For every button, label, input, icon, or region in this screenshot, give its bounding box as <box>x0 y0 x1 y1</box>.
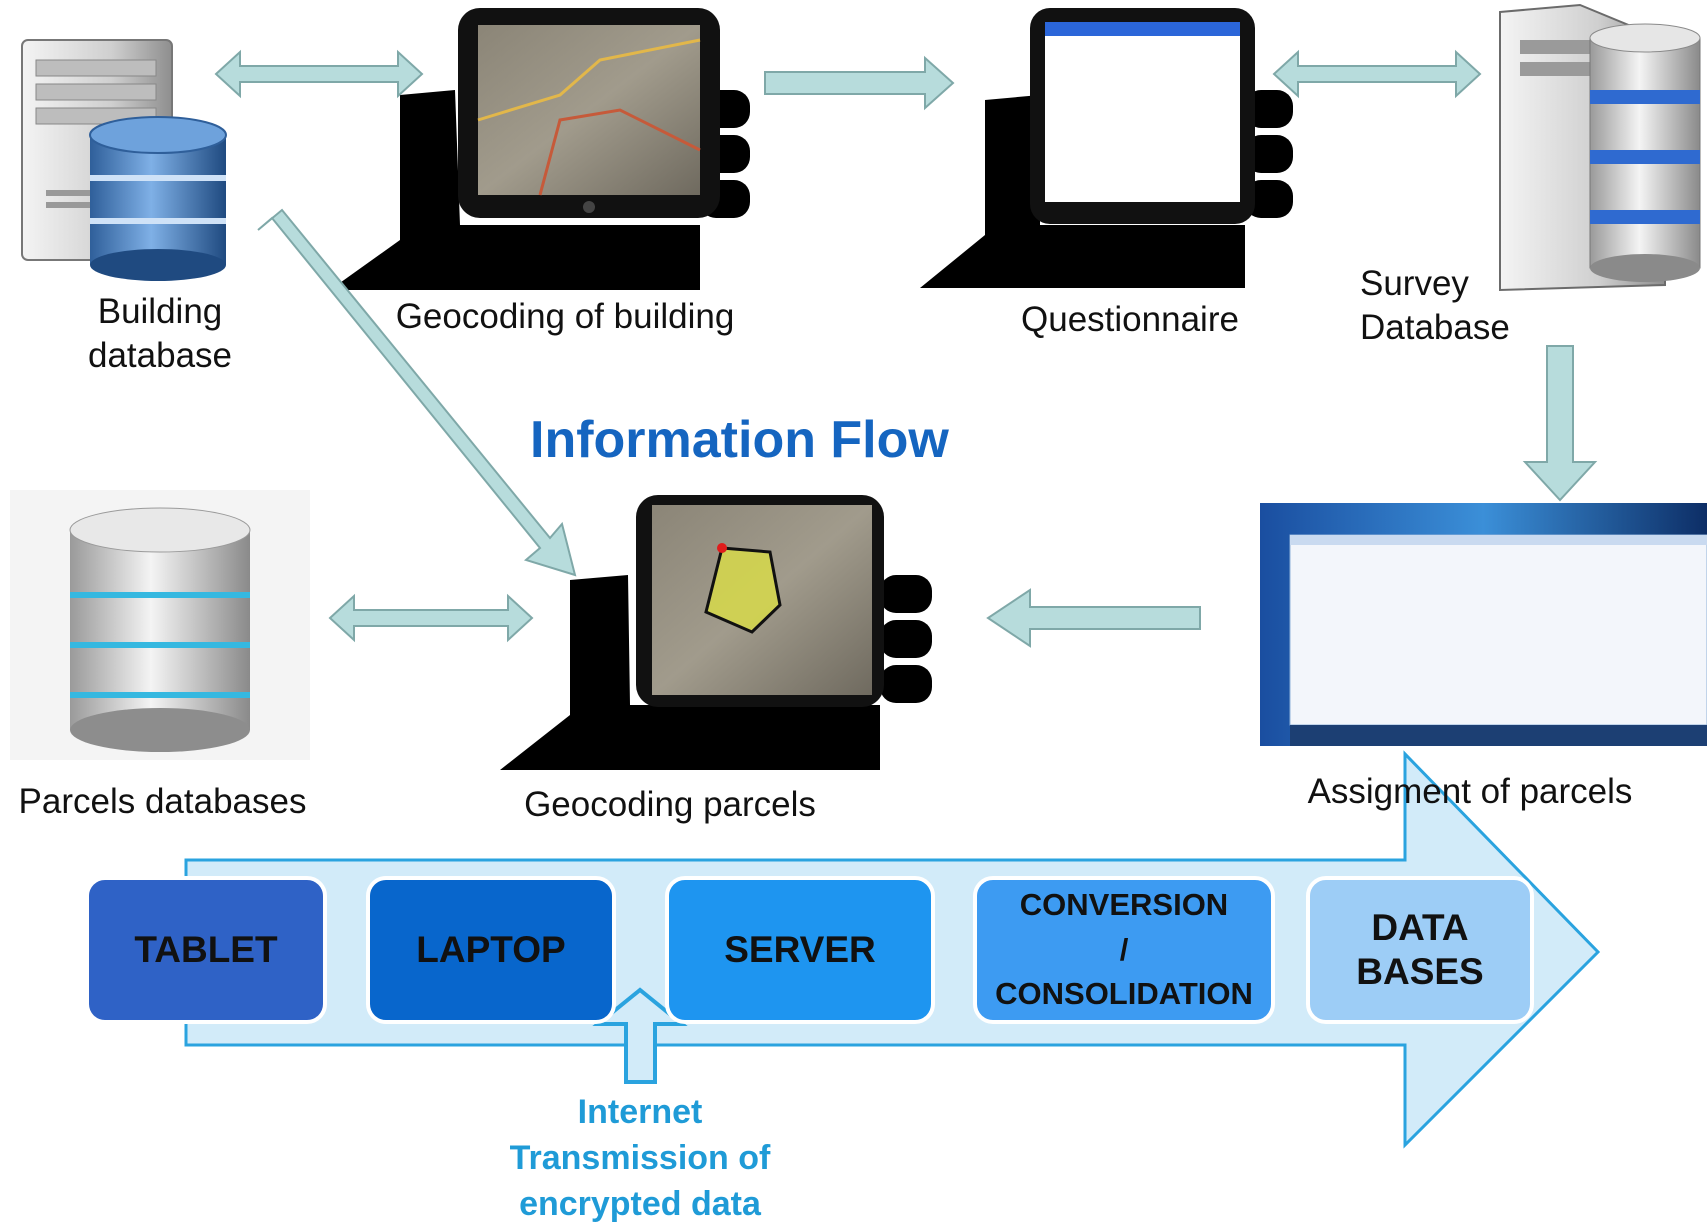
pipeline-box-laptop-label: LAPTOP <box>416 928 566 970</box>
survey-database-icon <box>1499 3 1701 292</box>
pipeline-box-laptop: LAPTOP <box>366 876 616 1024</box>
internet-transmission-note: Internet Transmission of encrypted data <box>509 1093 771 1223</box>
building-database-icon <box>21 39 227 281</box>
arrow-building-parcels-diagonal <box>257 208 577 577</box>
diagram-title: Information Flow <box>530 411 949 469</box>
questionnaire-phone-icon <box>920 8 1293 288</box>
internet-up-arrow <box>592 987 688 1084</box>
geocoding-parcels-tablet-icon <box>500 495 932 770</box>
building-database-label: Building database <box>87 292 233 375</box>
pipeline-box-databases-label: DATA BASES <box>1356 906 1484 992</box>
pipeline-box-tablet: TABLET <box>85 876 327 1024</box>
geocoding-building-label: Geocoding of building <box>395 297 735 336</box>
survey-database-label: Survey Database <box>1360 264 1510 347</box>
arrow-survey-assignment <box>1522 345 1598 502</box>
pipeline-box-server-label: SERVER <box>724 928 876 970</box>
arrow-questionnaire-survey <box>1272 49 1482 99</box>
arrow-geocoding-questionnaire <box>764 55 955 111</box>
assignment-of-parcels-label: Assigment of parcels <box>1307 772 1633 811</box>
pipeline-box-databases: DATA BASES <box>1306 876 1534 1024</box>
arrow-parcelsdb-parcels <box>328 593 534 643</box>
arrow-building-geocoding <box>214 49 424 99</box>
parcels-database-icon <box>10 490 310 760</box>
geocoding-building-tablet-icon <box>330 8 750 290</box>
pipeline-box-server: SERVER <box>665 876 935 1024</box>
assignment-screenshot-icon <box>1260 503 1707 746</box>
pipeline-box-conversion-label: CONVERSION / CONSOLIDATION <box>995 886 1253 1012</box>
pipeline-box-conversion: CONVERSION / CONSOLIDATION <box>973 876 1275 1024</box>
arrow-assignment-parcels <box>986 588 1201 648</box>
pipeline-box-tablet-label: TABLET <box>134 928 278 970</box>
flow-arrows <box>214 49 1598 648</box>
parcels-databases-label: Parcels databases <box>18 782 307 821</box>
geocoding-parcels-label: Geocoding parcels <box>524 785 816 824</box>
questionnaire-label: Questionnaire <box>1021 300 1239 339</box>
